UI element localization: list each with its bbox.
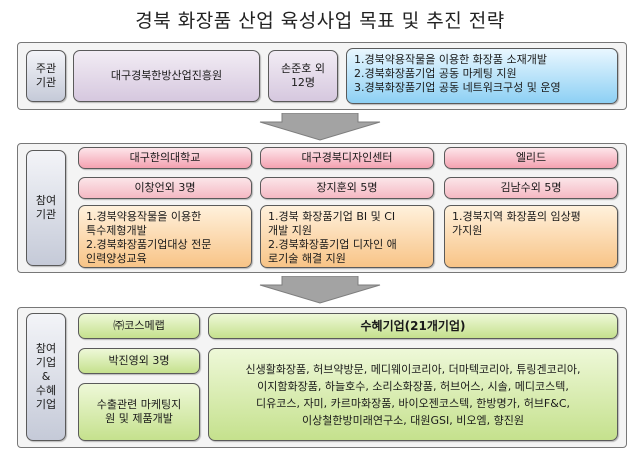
agency-lead-3: 김남수외 5명 xyxy=(444,177,618,199)
beneficiary-header: 수혜기업(21개기업) xyxy=(208,313,618,339)
goal-item: 3.경북화장품기업 공동 네트워크구성 및 운영 xyxy=(354,81,561,94)
agency-lead-1: 이창언외 3명 xyxy=(78,177,252,199)
agency-org-3: 엘리드 xyxy=(444,147,618,169)
beneficiary-line: 신생활화장품, 허브약방문, 메디웨이코리아, 더마텍코리아, 튜링겐코리아, xyxy=(245,362,581,376)
company-lead: 박진영외 3명 xyxy=(78,348,200,374)
goal-item: 2.경북화장품기업 공동 마케팅 지원 xyxy=(354,67,517,80)
lead-agency-researcher: 손준호 외 12명 xyxy=(268,50,338,102)
lead-agency-org: 대구경북한방산업진흥원 xyxy=(73,50,260,102)
page-title: 경북 화장품 산업 육성사업 목표 및 추진 전략 xyxy=(135,10,505,32)
agency-tasks-1: 1.경북약용작물을 이용한 특수제형개발 2.경북화장품기업대상 전문 인력양성… xyxy=(78,205,252,268)
section-label-companies: 참여 기업 & 수혜 기업 xyxy=(26,313,66,441)
lead-agency-goals: 1.경북약용작물을 이용한 화장품 소재개발 2.경북화장품기업 공동 마케팅 … xyxy=(346,48,618,104)
goal-item: 1.경북약용작물을 이용한 화장품 소재개발 xyxy=(354,53,548,66)
agency-lead-2: 장지훈외 5명 xyxy=(260,177,434,199)
section-label-participating-agencies: 참여 기관 xyxy=(26,150,66,266)
beneficiary-list: 신생활화장품, 허브약방문, 메디웨이코리아, 더마텍코리아, 튜링겐코리아, … xyxy=(208,348,618,441)
agency-tasks-2: 1.경북 화장품기업 BI 및 CI 개발 지원 2.경북화장품기업 디자인 애… xyxy=(260,205,434,268)
agency-org-1: 대구한의대학교 xyxy=(78,147,252,169)
company-task: 수출관련 마케팅지 원 및 제품개발 xyxy=(78,383,200,441)
down-arrow-icon xyxy=(252,276,388,304)
agency-tasks-3: 1.경북지역 화장품의 임상평 가지원 xyxy=(444,205,618,268)
down-arrow-icon xyxy=(252,113,388,141)
section-label-lead-agency: 주관 기관 xyxy=(26,50,66,102)
beneficiary-line: 이지함화장품, 하늘호수, 소리소화장품, 허브어스, 시솔, 메디코스텍, xyxy=(257,379,569,393)
participating-company: ㈜코스메랩 xyxy=(78,313,200,339)
beneficiary-line: 이상철한방미래연구소, 대원GSI, 비오엠, 향진원 xyxy=(302,413,524,427)
beneficiary-line: 디유코스, 자미, 카르마화장품, 바이오젠코스텍, 한방명가, 허브F&C, xyxy=(255,396,571,410)
agency-org-2: 대구경북디자인센터 xyxy=(260,147,434,169)
